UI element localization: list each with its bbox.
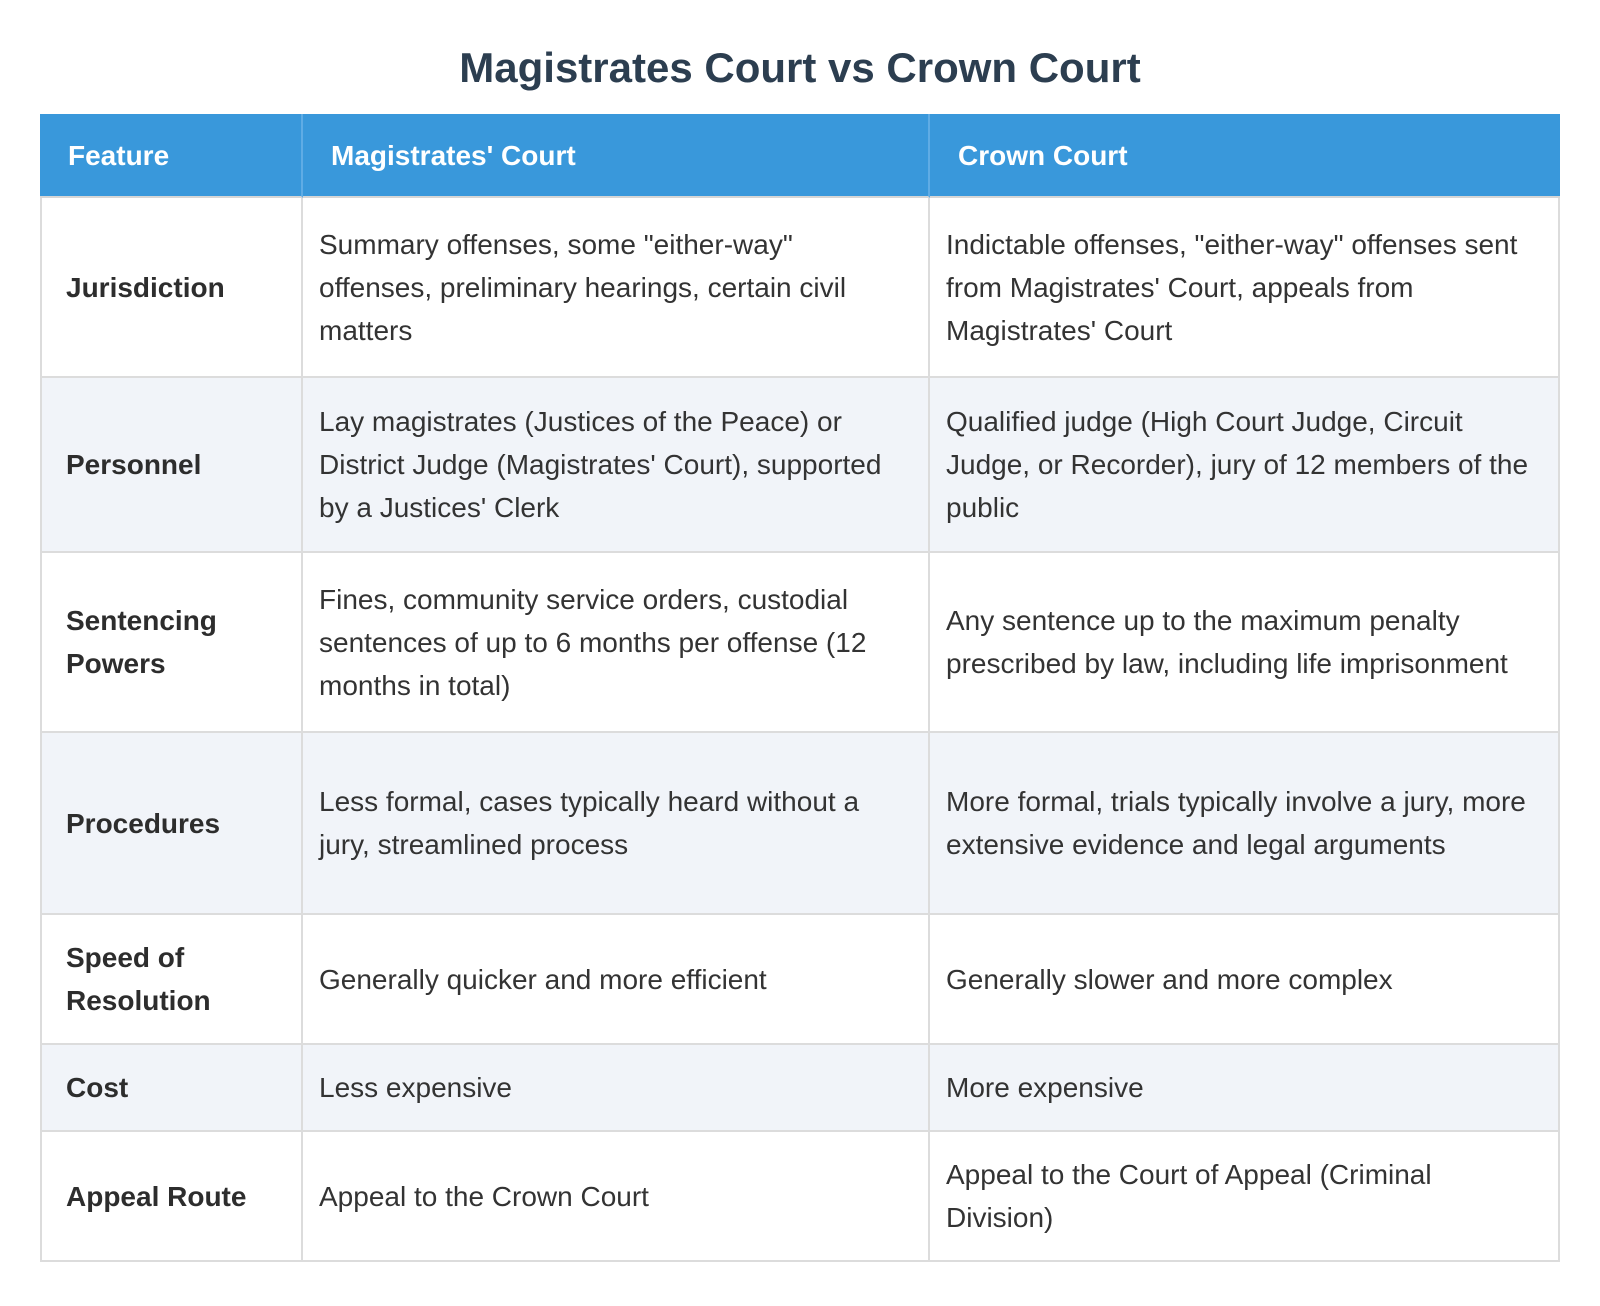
comparison-table: Feature Magistrates' Court Crown Court J… — [40, 114, 1560, 1263]
table-row-personnel: Personnel Lay magistrates (Justices of t… — [40, 378, 1560, 554]
crown-cell: Any sentence up to the maximum penalty p… — [930, 553, 1560, 734]
crown-cell: Generally slower and more complex — [930, 915, 1560, 1046]
feature-cell: Sentencing Powers — [40, 553, 303, 734]
crown-cell: More formal, trials typically involve a … — [930, 733, 1560, 916]
table-row-jurisdiction: Jurisdiction Summary offenses, some "eit… — [40, 198, 1560, 379]
table-row-cost: Cost Less expensive More expensive — [40, 1045, 1560, 1133]
magistrates-cell: Less expensive — [303, 1045, 930, 1133]
table-header-row: Feature Magistrates' Court Crown Court — [40, 114, 1560, 199]
feature-cell: Jurisdiction — [40, 198, 303, 379]
column-header-crown-court: Crown Court — [930, 114, 1560, 199]
magistrates-cell: Fines, community service orders, custodi… — [303, 553, 930, 734]
feature-cell: Appeal Route — [40, 1132, 303, 1263]
table-row-speed-of-resolution: Speed of Resolution Generally quicker an… — [40, 915, 1560, 1046]
table-row-appeal-route: Appeal Route Appeal to the Crown Court A… — [40, 1132, 1560, 1263]
column-header-magistrates-court: Magistrates' Court — [303, 114, 930, 199]
crown-cell: More expensive — [930, 1045, 1560, 1133]
table-row-sentencing-powers: Sentencing Powers Fines, community servi… — [40, 553, 1560, 734]
column-header-feature: Feature — [40, 114, 303, 199]
feature-cell: Personnel — [40, 378, 303, 554]
magistrates-cell: Generally quicker and more efficient — [303, 915, 930, 1046]
table-row-procedures: Procedures Less formal, cases typically … — [40, 733, 1560, 916]
magistrates-cell: Appeal to the Crown Court — [303, 1132, 930, 1263]
crown-cell: Indictable offenses, "either-way" offens… — [930, 198, 1560, 379]
magistrates-cell: Less formal, cases typically heard witho… — [303, 733, 930, 916]
crown-cell: Appeal to the Court of Appeal (Criminal … — [930, 1132, 1560, 1263]
magistrates-cell: Lay magistrates (Justices of the Peace) … — [303, 378, 930, 554]
magistrates-cell: Summary offenses, some "either-way" offe… — [303, 198, 930, 379]
feature-cell: Speed of Resolution — [40, 915, 303, 1046]
feature-cell: Cost — [40, 1045, 303, 1133]
feature-cell: Procedures — [40, 733, 303, 916]
page-title: Magistrates Court vs Crown Court — [459, 44, 1141, 91]
crown-cell: Qualified judge (High Court Judge, Circu… — [930, 378, 1560, 554]
